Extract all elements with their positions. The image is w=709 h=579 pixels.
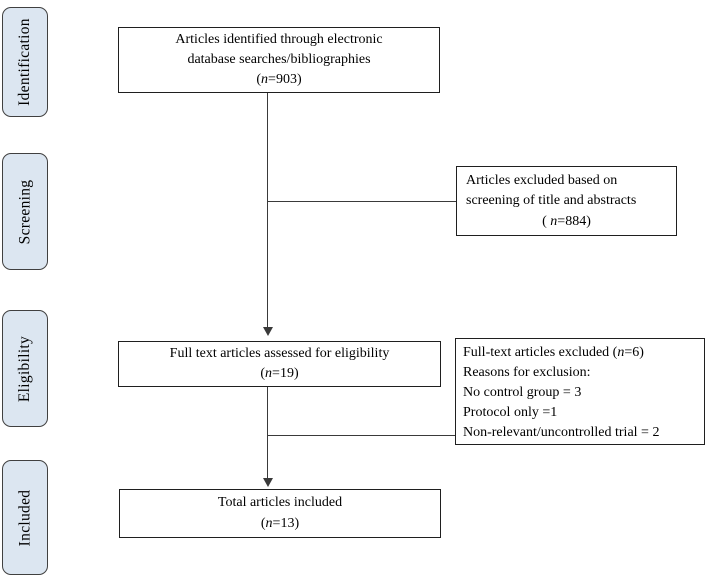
box-excluded-screening-line2: screening of title and abstracts [466,193,637,209]
box-fulltext-assessed-count: (n=19) [260,366,299,381]
stage-identification-label: Identification [16,18,34,106]
box-fulltext-excluded-title: Full-text articles excluded (n=6) [463,345,644,360]
box-fulltext-excluded-reasons-heading: Reasons for exclusion: [463,364,591,380]
connector-branch-screening-excluded [268,201,456,202]
stage-included-label: Included [16,489,34,546]
stage-screening-label: Screening [16,179,33,244]
box-excluded-screening-count: ( n=884) [542,213,591,229]
connector-branch-fulltext-excluded [268,435,455,436]
stage-eligibility-label: Eligibility [16,335,34,402]
box-fulltext-excluded-reason-1: No control group = 3 [463,384,582,400]
box-articles-identified-line1: Articles identified through electronic [175,31,383,47]
stage-identification: Identification [2,7,48,117]
box-articles-identified-line2: database searches/bibliographies [187,51,371,67]
box-fulltext-excluded-reason-2: Protocol only =1 [463,404,558,420]
connector-identified-to-assessed [267,93,268,327]
stage-included: Included [2,460,48,575]
box-total-included-line1: Total articles included [217,495,343,511]
stage-eligibility: Eligibility [2,310,48,427]
box-articles-identified-count: (n=903) [256,72,302,88]
down-arrowhead-icon [263,327,273,336]
box-articles-excluded-screening: Articles excluded based on screening of … [456,166,677,236]
down-arrowhead-icon [263,478,273,487]
box-fulltext-assessed-line1: Full text articles assessed for eligibil… [169,345,390,361]
box-fulltext-excluded: Full-text articles excluded (n=6) Reason… [455,338,705,445]
box-total-included-count: (n=13) [260,515,300,531]
connector-assessed-to-included [267,387,268,478]
box-fulltext-excluded-reason-3: Non-relevant/uncontrolled trial = 2 [463,424,660,440]
box-excluded-screening-line1: Articles excluded based on [466,173,618,188]
box-total-included: Total articles included (n=13) [119,489,441,538]
stage-screening: Screening [2,153,48,270]
box-articles-identified: Articles identified through electronic d… [118,27,440,93]
box-fulltext-assessed: Full text articles assessed for eligibil… [118,341,441,387]
